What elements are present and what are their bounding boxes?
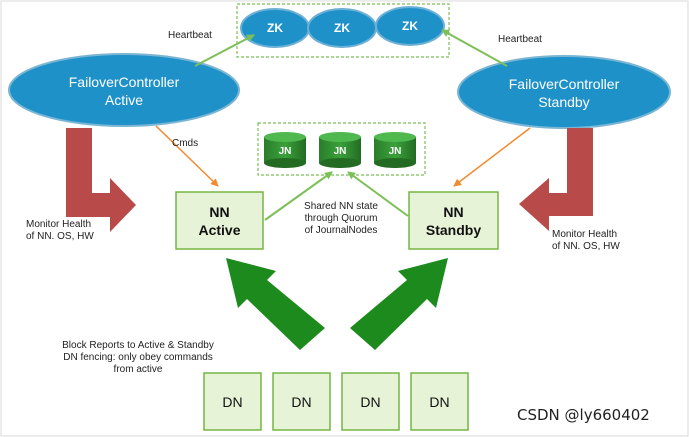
block-reports-line2: DN fencing: only obey commands [63,352,213,363]
jn-node-3 [374,132,416,168]
shared-state-label: Shared NN state through Quorum of Journa… [278,201,404,237]
dn-label-4: DN [429,394,450,410]
dn-node-3 [341,372,400,431]
block-reports-line1: Block Reports to Active & Standby [62,340,214,351]
shared-state-line2: through Quorum [304,213,378,224]
zk-node-3 [375,6,445,46]
failover-active-line1: FailoverController [68,74,180,90]
block-reports-line3: from active [113,364,163,375]
dn-node-1 [203,372,262,431]
jn-label-3: JN [388,146,402,157]
monitor-health-right-label: Monitor Health of NN. OS, HW [552,229,620,253]
failover-standby-label: FailoverController Standby [464,75,664,111]
monitor-health-left-label: Monitor Health of NN. OS, HW [26,219,94,243]
heartbeat-label-left: Heartbeat [168,30,212,41]
zk-label-2: ZK [334,21,350,35]
monitor-right-line2: of NN. OS, HW [552,241,620,252]
block-reports-label: Block Reports to Active & Standby DN fen… [48,340,228,376]
monitor-right-line1: Monitor Health [552,229,618,240]
failover-standby-line2: Standby [538,94,590,110]
dn-to-nn-active-arrow [226,258,325,350]
monitor-left-line2: of NN. OS, HW [26,231,94,242]
failover-active-line2: Active [104,92,144,108]
heartbeat-arrow-right [441,29,508,67]
dn-node-2 [272,372,331,431]
zk-group-box [236,3,450,58]
failover-standby-line1: FailoverController [508,76,620,92]
monitor-arrow-left [66,128,136,232]
failover-controller-active [8,53,240,127]
nn-active-box [175,191,264,250]
dn-to-nn-standby-arrow [350,258,448,350]
nn-standby-line1: NN [443,204,464,220]
nn-standby-box [408,191,499,250]
monitor-left-line1: Monitor Health [26,219,92,230]
heartbeat-label-right: Heartbeat [498,34,542,45]
monitor-arrow-right [519,128,593,231]
dn-label-3: DN [360,394,381,410]
nn-active-line2: Active [198,222,241,238]
cmds-arrow-left [155,125,219,187]
jn-node-2 [319,132,361,168]
failover-active-label: FailoverController Active [24,73,224,109]
failover-controller-standby [457,55,671,129]
zk-label-1: ZK [267,21,283,35]
shared-state-arrow-left [264,171,333,221]
cmds-label: Cmds [172,138,199,149]
dn-label-1: DN [222,394,243,410]
nn-active-line1: NN [209,204,230,220]
shared-state-arrow-right [347,171,409,217]
nn-standby-label: NN Standby [409,203,498,239]
nn-active-label: NN Active [176,203,263,239]
dn-node-4 [410,372,469,431]
jn-label-2: JN [333,146,347,157]
shared-state-line1: Shared NN state [304,201,378,212]
watermark: CSDN @ly660402 [517,406,650,424]
jn-label-1: JN [278,146,292,157]
shared-state-line3: of JournalNodes [304,225,378,236]
dn-label-2: DN [291,394,312,410]
nn-standby-line2: Standby [425,222,482,238]
jn-node-1 [264,132,306,168]
zk-label-3: ZK [402,19,418,33]
cmds-arrow-right [453,127,531,187]
heartbeat-arrow-left [194,34,255,67]
jn-group-box [257,122,426,176]
